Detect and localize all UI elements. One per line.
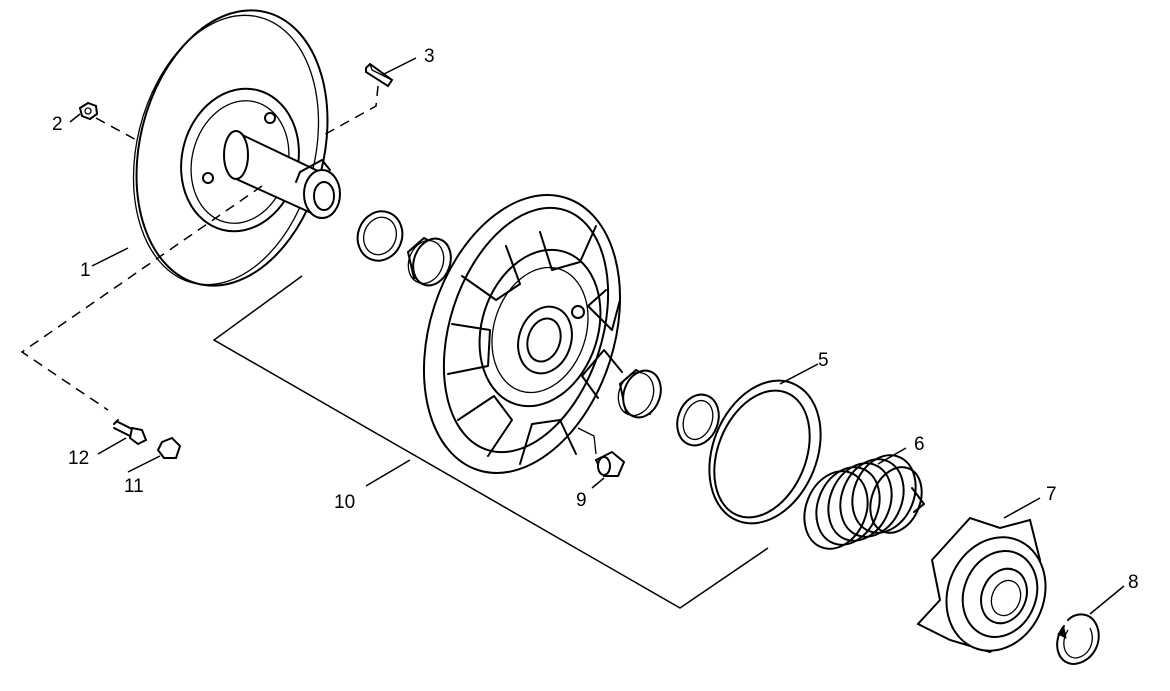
part-3-key xyxy=(365,62,394,88)
part-9-roller xyxy=(577,427,626,477)
callout-2: 2 xyxy=(52,114,63,135)
part-10-movable-sheave xyxy=(422,194,623,474)
callout-10: 10 xyxy=(334,492,355,513)
callout-8: 8 xyxy=(1128,572,1139,593)
callout-11: 11 xyxy=(124,476,144,497)
part-2-nut xyxy=(78,101,99,121)
callout-5: 5 xyxy=(818,350,829,371)
part-12-bolt xyxy=(113,419,148,446)
part-8-circlip xyxy=(1056,613,1100,665)
part-7-cam xyxy=(916,516,1047,654)
bushing-sleeve-2 xyxy=(617,368,662,419)
callout-6: 6 xyxy=(914,434,925,455)
callout-1: 1 xyxy=(80,260,91,281)
bushing-ring xyxy=(356,210,404,262)
bushing-sleeve xyxy=(406,236,452,287)
alignment-dashed-line xyxy=(20,185,263,411)
part-11-nut xyxy=(156,436,182,459)
callout-9: 9 xyxy=(576,490,587,511)
callout-12: 12 xyxy=(68,448,89,469)
part-10-bracket xyxy=(212,275,769,609)
leader-lines xyxy=(69,57,1125,615)
part-1-fixed-sheave xyxy=(132,9,341,287)
alignment-dashed-line xyxy=(321,85,379,137)
callout-7: 7 xyxy=(1046,484,1057,505)
part-6-spring xyxy=(803,454,925,550)
callout-3: 3 xyxy=(424,46,435,67)
part-5-ring xyxy=(708,379,822,525)
bushing-ring-2 xyxy=(676,393,720,447)
alignment-dashed-line xyxy=(95,117,141,143)
